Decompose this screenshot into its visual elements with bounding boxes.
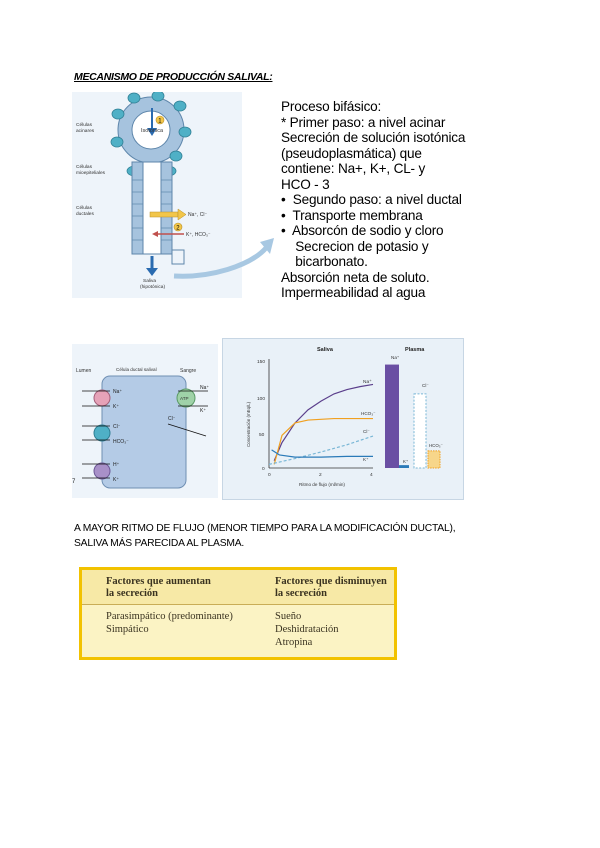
col1-header-line: la secreción [106,588,211,600]
step-line: * Primer paso: a nivel acinar [281,115,511,131]
atp-label: ATP [180,396,189,401]
cl-channel-label: Cl⁻ [168,416,176,422]
hco3-label: HCO₃⁻ [113,439,129,445]
myoepithelial-label-1: Células [76,164,93,170]
lumen-side-label: Lumen [76,368,92,374]
plasma-bar-2 [414,394,426,468]
saliva-composition-chart: Saliva Plasma 150 100 50 0 0 2 4 Ritmo d… [222,338,464,500]
saliva-label-1: Saliva [143,278,156,284]
process-description: Proceso bifásico: * Primer paso: a nivel… [281,99,511,301]
bar-label-cl: Cl⁻ [422,383,429,388]
plasma-bar-0 [385,365,399,468]
table-cell: Parasimpático (predominante) [106,610,233,623]
table-cell: Simpático [106,623,233,636]
x-tick: 0 [268,472,271,478]
x-tick: 2 [319,472,322,478]
k-blood-label: K⁺ [200,408,206,414]
note-line: SALIVA MÁS PARECIDA AL PLASMA. [74,536,455,551]
col1-header: Factores que aumentan la secreción [106,576,211,600]
myoepithelial-label-2: mioepiteliales [76,170,106,176]
secretion-factors-table: Factores que aumentan la secreción Facto… [79,567,397,660]
y-tick: 150 [257,359,265,365]
step-line: bicarbonato. [281,254,511,270]
ductal-cells-label-2: ductales [76,211,94,217]
na-blood-label: Na⁺ [200,385,209,391]
series-line-2 [269,436,373,464]
table-cell: Sueño [275,610,339,623]
cell-label: Célula ductal salival [116,367,157,372]
x-axis-label: Ritmo de flujo (ml/min) [299,482,345,487]
curved-arrow [170,236,280,282]
col2-header: Factores que disminuyen la secreción [275,576,387,600]
blood-side-label: Sangre [180,368,196,374]
series-label-na: Na⁺ [363,379,372,385]
na-label: Na⁺ [113,389,122,395]
figure-number: 7 [72,479,76,485]
flow-rate-note: A MAYOR RITMO DE FLUJO (MENOR TIEMPO PAR… [74,521,455,551]
chart-title-plasma: Plasma [405,347,425,353]
step-line: Impermeabilidad al agua [281,285,511,301]
y-tick: 100 [257,396,265,402]
bar-label-k: K⁺ [403,459,408,464]
h-label: H⁺ [113,462,120,468]
table-cell: Atropina [275,636,339,649]
series-line-0 [274,384,373,460]
col2-items: Sueño Deshidratación Atropina [275,610,339,649]
step-line: Secreción de solución isotónica [281,130,511,146]
lumen-label: Isotónica [141,128,164,134]
table-header: Factores que aumentan la secreción Facto… [82,570,394,605]
ductal-cells-label-1: Células [76,205,93,211]
cl-label: Cl⁻ [113,424,121,430]
series-label-k: K⁺ [363,457,369,462]
ductal-cell-diagram: Lumen Célula ductal salival Sangre ATP N… [72,344,218,498]
step-line: Secrecion de potasio y [281,239,511,255]
step-line: Absorción neta de soluto. [281,270,511,286]
step-line: • Transporte membrana [281,208,511,224]
step-line: HCO - 3 [281,177,511,193]
step-line: contiene: Na+, K+, CL- y [281,161,511,177]
section-heading: MECANISMO DE PRODUCCIÓN SALIVAL: [74,71,272,83]
step-line: • Segundo paso: a nivel ductal [281,192,511,208]
table-cell: Deshidratación [275,623,339,636]
series-line-3 [272,450,373,457]
acinar-cells-label-2: acinares [76,128,95,134]
col2-header-line: Factores que disminuyen [275,576,387,588]
acinar-cells-label-1: Células [76,122,93,128]
step-line: • Absorcón de sodio y cloro [281,223,511,239]
x-tick: 4 [370,472,373,478]
bar-label-na: Na⁺ [391,355,400,360]
step-line: (pseudoplasmática) que [281,146,511,162]
y-axis-label: Concentración (mEq/L) [246,401,251,447]
col1-items: Parasimpático (predominante) Simpático [106,610,233,636]
k-label: K⁺ [113,404,119,410]
bar-label-hco3: HCO₃⁻ [429,443,443,448]
series-label-cl: Cl⁻ [363,429,370,434]
col1-header-line: Factores que aumentan [106,576,211,588]
col2-header-line: la secreción [275,588,387,600]
k-label-2: K⁺ [113,477,119,483]
plasma-bar-1 [399,465,409,468]
saliva-label-2: (hipotónica) [140,284,165,290]
absorbed-ions-label: Na⁺, Cl⁻ [188,212,208,218]
y-tick: 0 [262,466,265,472]
step-line: Proceso bifásico: [281,99,511,115]
y-tick: 50 [259,432,265,438]
plasma-bar-3 [428,451,440,468]
note-line: A MAYOR RITMO DE FLUJO (MENOR TIEMPO PAR… [74,521,455,536]
series-label-hco3: HCO₃⁻ [361,411,376,416]
chart-title-saliva: Saliva [317,347,334,353]
